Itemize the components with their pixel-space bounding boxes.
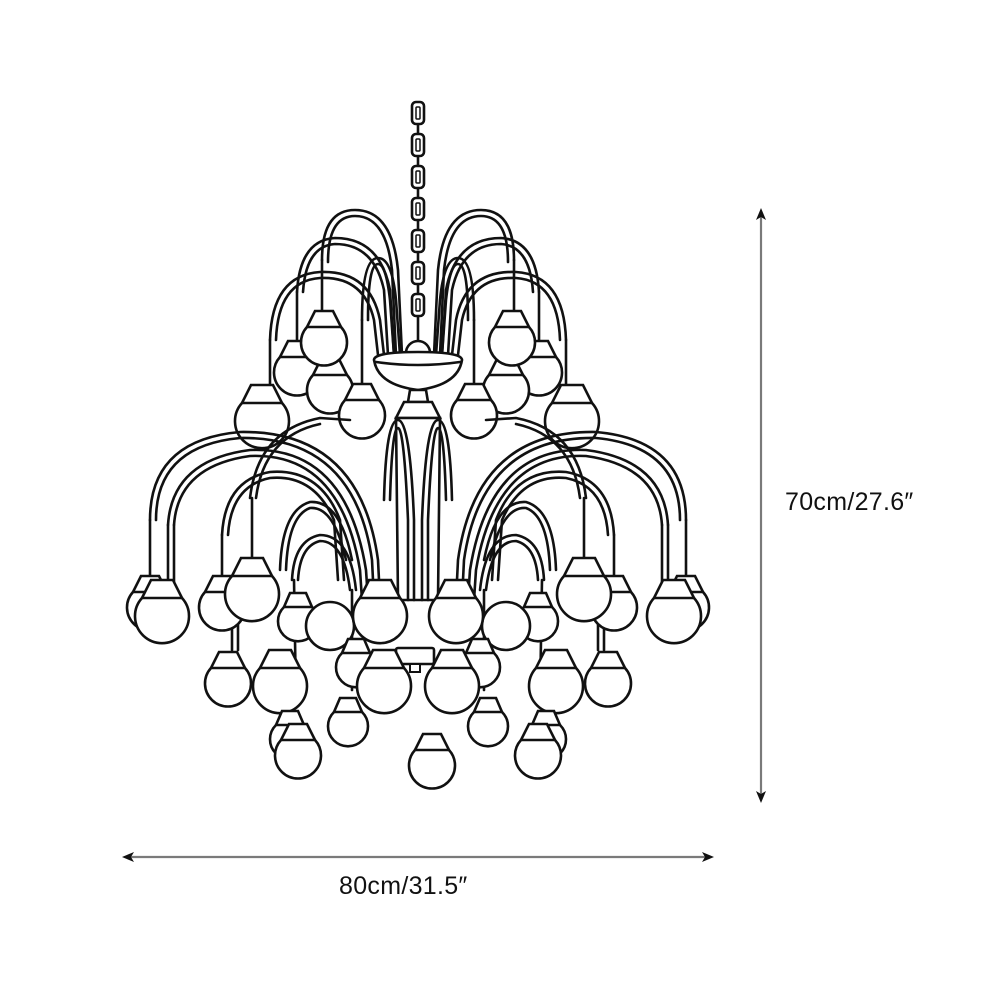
- width-dimension-label: 80cm/31.5″: [339, 872, 468, 900]
- width-dimension-line: [122, 852, 714, 862]
- middle-globes: [125, 556, 711, 652]
- height-dimension-label: 70cm/27.6″: [785, 488, 914, 516]
- chain: [404, 100, 432, 355]
- height-dimension-line: [756, 208, 766, 803]
